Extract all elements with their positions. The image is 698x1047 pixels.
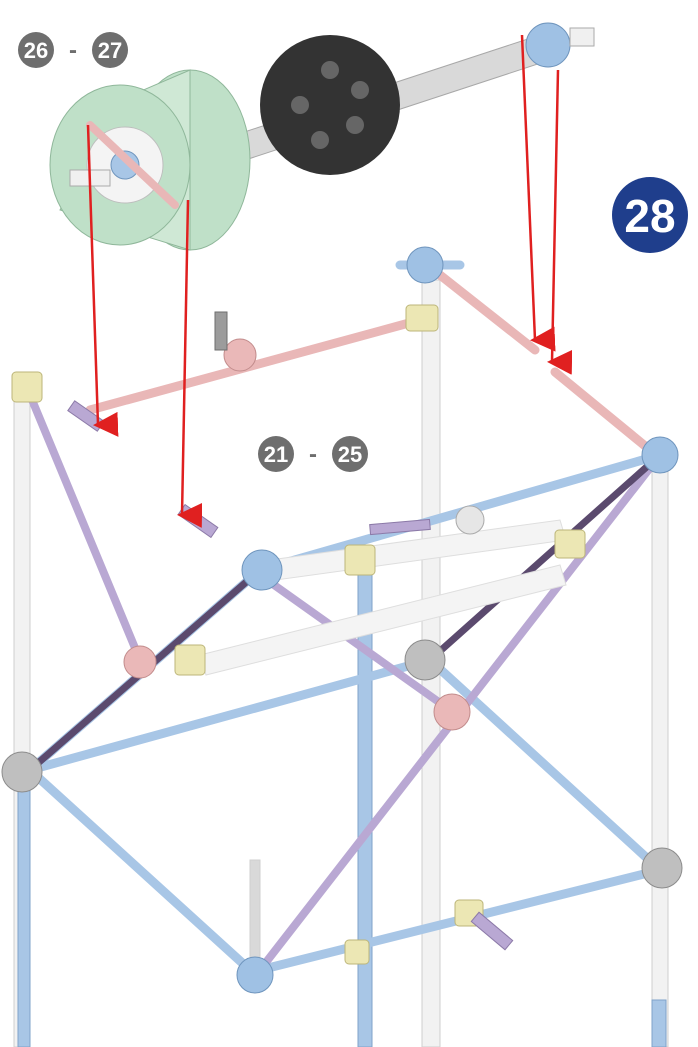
callout-separator: - (69, 37, 77, 64)
blue-hub-1 (241, 549, 283, 591)
right-post (651, 439, 669, 1047)
callout-separator: - (309, 441, 317, 468)
callout-circle-from (18, 32, 54, 68)
yellow-connector-2 (405, 304, 439, 332)
blue-hub-3 (406, 246, 444, 284)
blue-hub-4 (236, 956, 274, 994)
black-gear (260, 35, 400, 175)
pink-rod-top (85, 315, 425, 415)
callout-circle-from (258, 436, 294, 472)
pink-hub-1 (123, 645, 157, 679)
arrow-1 (86, 124, 119, 437)
blue-post-3 (651, 999, 667, 1047)
pink-rod-loose (550, 367, 655, 455)
blue-bushing (110, 150, 140, 180)
white-hub-1 (455, 505, 485, 535)
pink-hub-2 (433, 693, 471, 731)
vertical-posts (13, 279, 669, 1047)
yellow-connector-4 (174, 644, 206, 676)
frame-structure (1, 246, 683, 1047)
step-badge-circle (612, 177, 688, 253)
blue-rod-2 (25, 655, 435, 775)
purple-rod-1 (26, 391, 144, 664)
pink-pin-1 (86, 121, 179, 209)
blue-posts (17, 559, 667, 1047)
callout-to-label: 27 (98, 38, 122, 63)
callout-from-label: 26 (24, 38, 48, 63)
yellow-connector-5 (554, 529, 586, 559)
blue-hub-2 (641, 436, 679, 474)
yellow-connector-7 (344, 939, 370, 965)
callout-from-label: 21 (264, 442, 288, 467)
gray-peg (214, 311, 228, 351)
arrow-3 (520, 34, 556, 352)
assembly-arrows (86, 34, 573, 528)
axle-end-cap (569, 27, 595, 47)
pink-rods (85, 270, 655, 455)
gray-hub-3 (641, 847, 683, 889)
step-badge: 28 (612, 177, 688, 253)
arrow-4 (547, 69, 573, 375)
callout-circle-to (332, 436, 368, 472)
callout-to-label: 25 (338, 442, 362, 467)
gray-hub-2 (404, 639, 446, 681)
pink-hub-3 (223, 338, 257, 372)
black-gear-holes (291, 61, 369, 149)
callout-26-27: 26 - 27 (18, 32, 128, 68)
axle-end-connector (525, 22, 571, 68)
yellow-connector-1 (11, 371, 43, 403)
gray-hub-1 (1, 751, 43, 793)
purple-clip-4 (369, 518, 431, 536)
blue-rod-3 (425, 655, 665, 875)
callout-circle-to (92, 32, 128, 68)
yellow-connector-3 (344, 544, 376, 576)
drum-assembly (49, 22, 595, 251)
blue-post-2 (17, 779, 31, 1047)
purple-clip-3 (470, 911, 514, 951)
arrow-2 (177, 199, 203, 528)
purple-clip-2 (177, 503, 219, 539)
purple-rod-2 (256, 571, 454, 714)
step-number: 28 (624, 190, 675, 242)
pink-rod-right (435, 270, 540, 355)
dark-purple-rod-2 (426, 451, 664, 664)
blue-rod-1 (25, 765, 255, 975)
callout-21-25: 21 - 25 (258, 436, 368, 472)
